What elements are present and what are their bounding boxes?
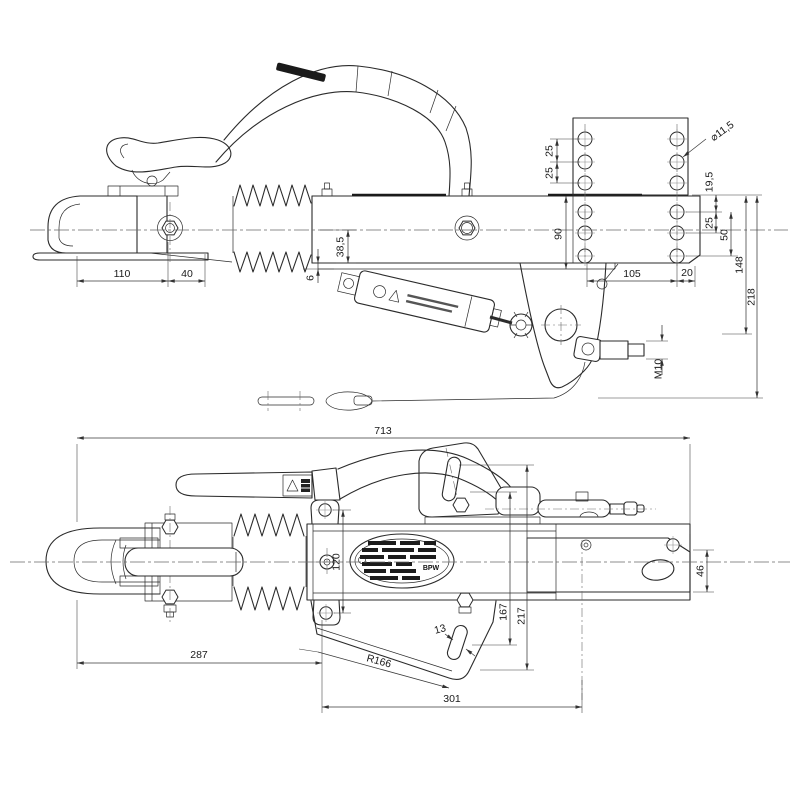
dim-90: 90 [553, 228, 565, 240]
dim-105: 105 [623, 268, 641, 280]
damper-eye-coupling [509, 311, 533, 339]
warning-label [282, 474, 313, 497]
dim-218: 218 [746, 288, 758, 306]
rear-channel [526, 535, 691, 700]
dim-287: 287 [190, 649, 208, 661]
dim-713: 713 [374, 425, 392, 437]
handle-sticker [276, 62, 326, 82]
dim-110: 110 [114, 268, 131, 280]
mounting-plate [572, 117, 689, 263]
dim-50: 50 [719, 229, 731, 241]
brand-label: BPW [423, 565, 440, 572]
dim-217: 217 [516, 607, 528, 625]
release-handle [106, 136, 232, 173]
coupling-head-plan [45, 506, 244, 624]
dim-120: 120 [331, 553, 343, 571]
dim-20: 20 [681, 267, 693, 279]
dim-40: 40 [181, 268, 193, 280]
grease-nipple [461, 182, 473, 197]
approval-mark-icon [373, 285, 386, 298]
warning-triangle-icon [388, 289, 400, 303]
plan-dimensions: 713 120 287 301 167 217 13 [76, 425, 714, 713]
dim-25-right: 25 [704, 217, 716, 229]
dim-25-left-bottom: 25 [544, 167, 556, 179]
pictogram-icon [301, 479, 310, 492]
data-plate: BPW [349, 533, 455, 589]
grease-nipple [321, 182, 333, 197]
plan-view: BPW [10, 425, 790, 713]
shock-absorber [337, 270, 533, 339]
side-dimensions: 110 40 38,5 6 90 25 25 ⌀11,5 [76, 119, 763, 399]
dim-167: 167 [498, 603, 510, 621]
m10-rod [599, 340, 645, 360]
dim-19-5: 19,5 [704, 172, 716, 193]
dim-46: 46 [695, 565, 707, 577]
dim-m10: M10 [653, 359, 665, 380]
handbrake-lever [215, 62, 472, 197]
dim-6: 6 [305, 275, 317, 281]
support-bracket [519, 262, 645, 389]
handbrake-lever-plan [175, 449, 656, 614]
dim-301: 301 [443, 693, 461, 705]
warning-triangle-icon [286, 479, 299, 492]
bellows [232, 184, 312, 273]
frame-plan [306, 499, 691, 626]
dim-38-5: 38,5 [335, 237, 347, 258]
dim-25-left-top: 25 [544, 145, 556, 157]
dim-13: 13 [433, 622, 448, 637]
lever-plate-lower [310, 600, 497, 680]
dim-148: 148 [734, 256, 746, 274]
dim-diameter-11-5: ⌀11,5 [708, 119, 736, 144]
breakaway-cable [257, 361, 586, 411]
coupling-head [32, 169, 233, 264]
side-view: 110 40 38,5 6 90 25 25 ⌀11,5 [30, 62, 788, 411]
dim-r166: R166 [365, 652, 393, 670]
